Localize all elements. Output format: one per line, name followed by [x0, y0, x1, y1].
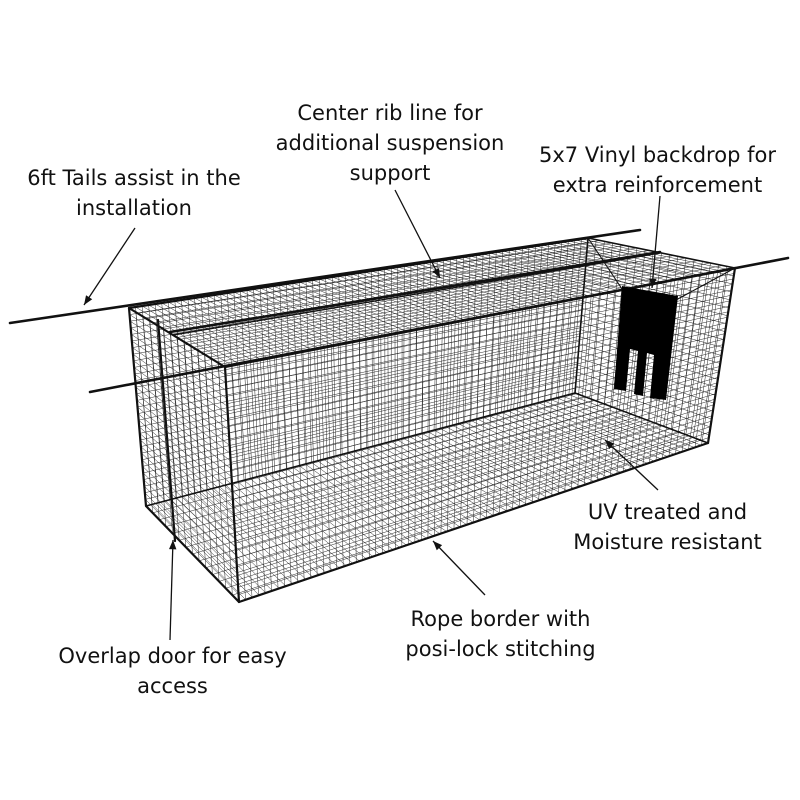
label-tails-line2: installation	[76, 196, 192, 220]
leader-backdrop-arrowhead	[649, 278, 657, 288]
leader-arrowheads	[84, 268, 657, 551]
label-door-line1: Overlap door for easy	[58, 644, 287, 668]
label-door: Overlap door for easy access	[40, 641, 305, 701]
overlap-door-line	[156, 318, 177, 543]
leader-tails-arrowhead	[84, 295, 93, 305]
label-center-rib: Center rib line for additional suspensio…	[260, 98, 520, 188]
label-rope: Rope border with posi-lock stitching	[388, 604, 613, 664]
leader-backdrop	[651, 195, 661, 289]
back-diag-right	[675, 267, 736, 301]
tail-rope-top	[8, 228, 642, 325]
label-uv-line2: Moisture resistant	[573, 530, 762, 554]
label-backdrop-line2: extra reinforcement	[552, 173, 763, 197]
back-top-edge	[587, 237, 736, 269]
back-right-vertical	[706, 266, 737, 445]
leader-uv-arrowhead	[605, 440, 615, 450]
leader-rope	[432, 540, 486, 596]
label-center-rib-line1: Center rib line for	[297, 101, 483, 125]
mesh-entry-face	[128, 307, 240, 603]
tail-rope-mid	[88, 256, 790, 394]
back-diag-left	[587, 237, 623, 290]
bottom-back-rope	[145, 392, 576, 507]
label-tails-line1: 6ft Tails assist in the	[27, 166, 241, 190]
label-uv: UV treated and Moisture resistant	[560, 497, 775, 557]
leader-rope-arrowhead	[433, 541, 443, 551]
leader-tails	[83, 227, 136, 306]
leader-center-rib-arrowhead	[432, 268, 440, 278]
center-rib-line	[168, 250, 662, 334]
net-mesh	[128, 237, 736, 603]
label-door-line2: access	[137, 674, 208, 698]
label-center-rib-line2: additional suspension	[275, 131, 505, 155]
vinyl-backdrop	[614, 286, 678, 400]
leader-uv	[604, 439, 659, 491]
label-backdrop: 5x7 Vinyl backdrop for extra reinforceme…	[525, 140, 790, 200]
leader-door-arrowhead	[169, 540, 177, 550]
label-uv-line1: UV treated and	[587, 500, 748, 524]
label-center-rib-line3: support	[349, 161, 431, 185]
label-tails: 6ft Tails assist in the installation	[14, 163, 254, 223]
label-rope-line2: posi-lock stitching	[405, 637, 596, 661]
mesh-floor	[145, 392, 709, 603]
bottom-front-rope	[237, 441, 710, 604]
label-backdrop-line1: 5x7 Vinyl backdrop for	[539, 143, 776, 167]
label-rope-line1: Rope border with	[410, 607, 591, 631]
lower-rib-line	[172, 252, 661, 336]
back-bottom-edge	[574, 392, 709, 444]
leader-door	[169, 539, 174, 641]
leader-center-rib	[394, 189, 441, 279]
